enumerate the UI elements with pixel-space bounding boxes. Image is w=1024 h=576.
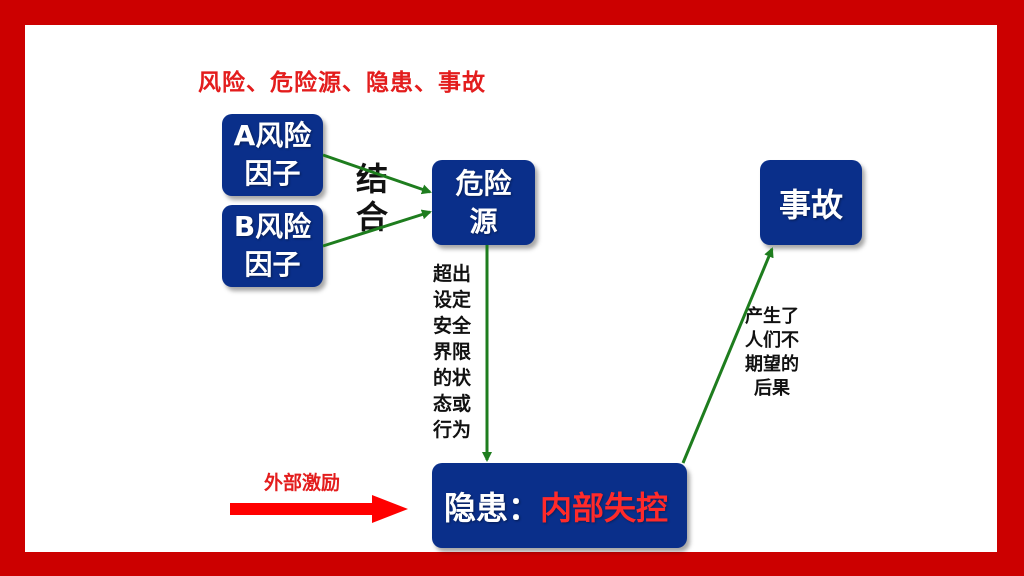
consequence-label: 产生了 人们不 期望的 后果: [745, 306, 799, 399]
combine-label: 结 合: [356, 160, 389, 236]
hidden-danger-prefix: 隐患：: [444, 488, 541, 527]
risk-factor-b-box: B风险 因子: [222, 205, 323, 287]
diagram-title: 风险、危险源、隐患、事故: [198, 70, 486, 96]
accident-box: 事故: [760, 160, 862, 245]
condition-label: 超出 设定 安全 界限 的状 态或 行为: [433, 263, 472, 441]
risk-factor-a-box: A风险 因子: [222, 114, 323, 196]
hidden-danger-box: 隐患：内部失控: [432, 463, 687, 548]
external-stimulus-label: 外部激励: [264, 472, 341, 494]
hazard-source-box: 危险 源: [432, 160, 535, 245]
hidden-danger-highlight: 内部失控: [540, 488, 669, 527]
